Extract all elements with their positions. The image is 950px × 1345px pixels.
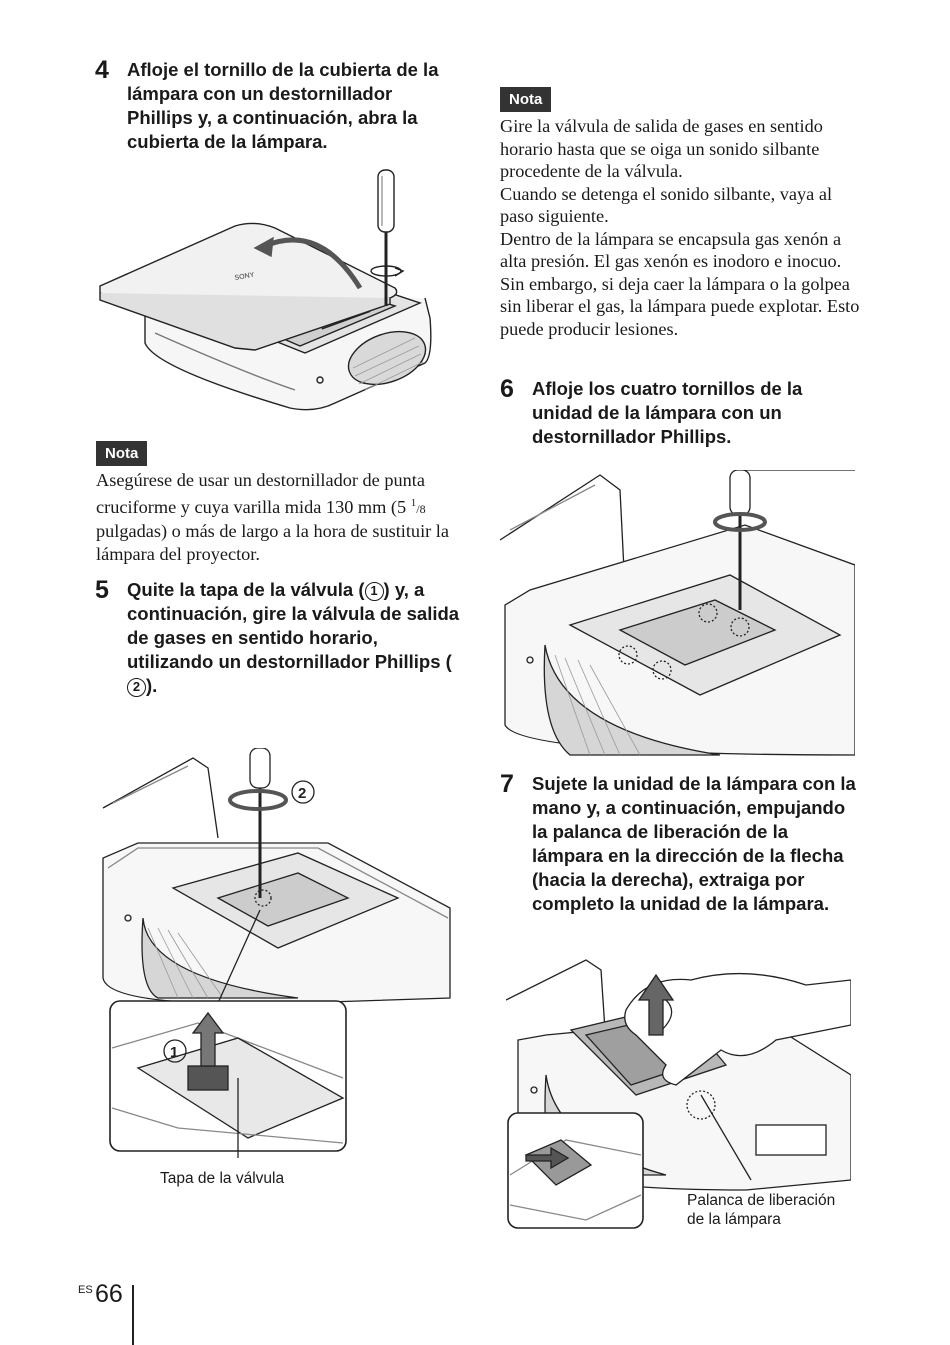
screwdriver-icon xyxy=(377,169,395,233)
step-text: Afloje los cuatro tornillos de la unidad… xyxy=(532,378,803,447)
note-badge: Nota xyxy=(96,441,148,466)
rotation-arrow-icon xyxy=(713,512,767,532)
note-text-screwdriver: Asegúrese de usar un destornillador de p… xyxy=(96,470,450,564)
caption-valve-cover: Tapa de la válvula xyxy=(160,1170,285,1187)
hand-icon xyxy=(624,972,851,1086)
footer-rule xyxy=(132,1285,134,1345)
step-4: 4 Afloje el tornillo de la cubierta de l… xyxy=(95,58,460,154)
circled-marker-2: 2 xyxy=(127,678,146,697)
figure-remove-lamp-unit xyxy=(506,959,851,1229)
note-text-valve: Gire la válvula de salida de gases en se… xyxy=(500,116,860,339)
step-text: Quite la tapa de la válvula (1) y, a con… xyxy=(127,579,460,697)
step-number: 4 xyxy=(95,56,109,84)
screw-4 xyxy=(730,617,750,637)
caption-release-lever: Palanca de liberación de la lámpara xyxy=(687,1192,836,1228)
open-arrow-icon xyxy=(264,237,363,290)
vent-grille xyxy=(347,330,427,386)
step-text: Afloje el tornillo de la cubierta de la … xyxy=(127,59,439,152)
step-5: 5 Quite la tapa de la válvula (1) y, a c… xyxy=(95,578,460,698)
up-arrow-icon xyxy=(637,973,675,1036)
circled-marker-1: 1 xyxy=(364,582,384,601)
screwdriver-icon xyxy=(729,470,751,516)
figure-valve-cover: 2 1 xyxy=(102,748,451,1158)
page-number: 66 xyxy=(95,1280,123,1308)
figure-lamp-screws xyxy=(500,470,855,756)
step-number: 5 xyxy=(95,576,109,604)
svg-text:2: 2 xyxy=(298,785,306,802)
screw-3 xyxy=(698,603,718,623)
right-arrow-icon xyxy=(525,1146,570,1170)
language-code: ES xyxy=(78,1284,93,1296)
screwdriver-icon xyxy=(249,748,271,789)
step-7: 7 Sujete la unidad de la lámpara con la … xyxy=(500,772,862,916)
screw-2 xyxy=(652,660,672,680)
rotation-arrow-icon xyxy=(228,789,288,811)
note-badge: Nota xyxy=(500,87,552,112)
step-6: 6 Afloje los cuatro tornillos de la unid… xyxy=(500,377,860,449)
step-text: Sujete la unidad de la lámpara con la ma… xyxy=(532,773,856,914)
svg-text:SONY: SONY xyxy=(234,272,255,282)
step-number: 6 xyxy=(500,375,514,403)
vent-grille xyxy=(543,644,721,756)
screw-1 xyxy=(618,645,638,665)
step-number: 7 xyxy=(500,770,514,798)
figure-open-lamp-cover: SONY xyxy=(99,169,432,411)
up-arrow-icon xyxy=(191,1011,225,1067)
svg-text:1: 1 xyxy=(170,1044,178,1061)
